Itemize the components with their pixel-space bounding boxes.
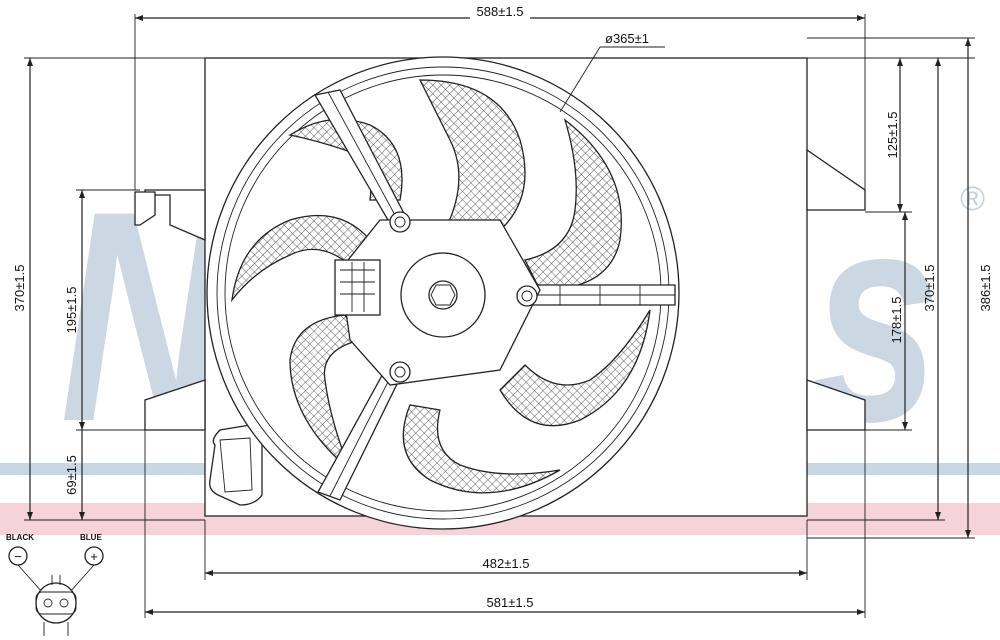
- dim-right-lower: 178±1.5: [889, 297, 904, 344]
- dim-left-mid: 195±1.5: [64, 287, 79, 334]
- dim-left-height: 370±1.5: [12, 265, 27, 312]
- connector-plus: +: [90, 549, 98, 564]
- connector-blue-label: BLUE: [80, 533, 102, 542]
- connector-plug-icon: [35, 582, 77, 624]
- fan-blades: [231, 79, 651, 494]
- struts: [313, 89, 676, 501]
- dim-right-upper: 125±1.5: [885, 112, 900, 159]
- motor-hub: [334, 211, 541, 386]
- dim-top-width: 588±1.5: [477, 4, 524, 19]
- dim-bottom-outer: 581±1.5: [487, 595, 534, 610]
- watermark-registered: ®: [960, 180, 985, 218]
- connector-black-label: BLACK: [6, 533, 34, 542]
- dim-right-height: 370±1.5: [922, 265, 937, 312]
- dim-diameter: ø365±1: [605, 31, 649, 46]
- dim-right-total: 386±1.5: [978, 265, 993, 312]
- electrical-connector: BLACK BLUE − +: [6, 533, 104, 636]
- dim-bottom-inner: 482±1.5: [483, 556, 530, 571]
- dimension-labels: 588±1.5 ø365±1 125±1.5 178±1.5 370±1.5 3…: [12, 3, 993, 610]
- dimension-lines: [24, 14, 975, 618]
- connector-minus: −: [14, 549, 22, 564]
- dim-left-low: 69±1.5: [64, 455, 79, 495]
